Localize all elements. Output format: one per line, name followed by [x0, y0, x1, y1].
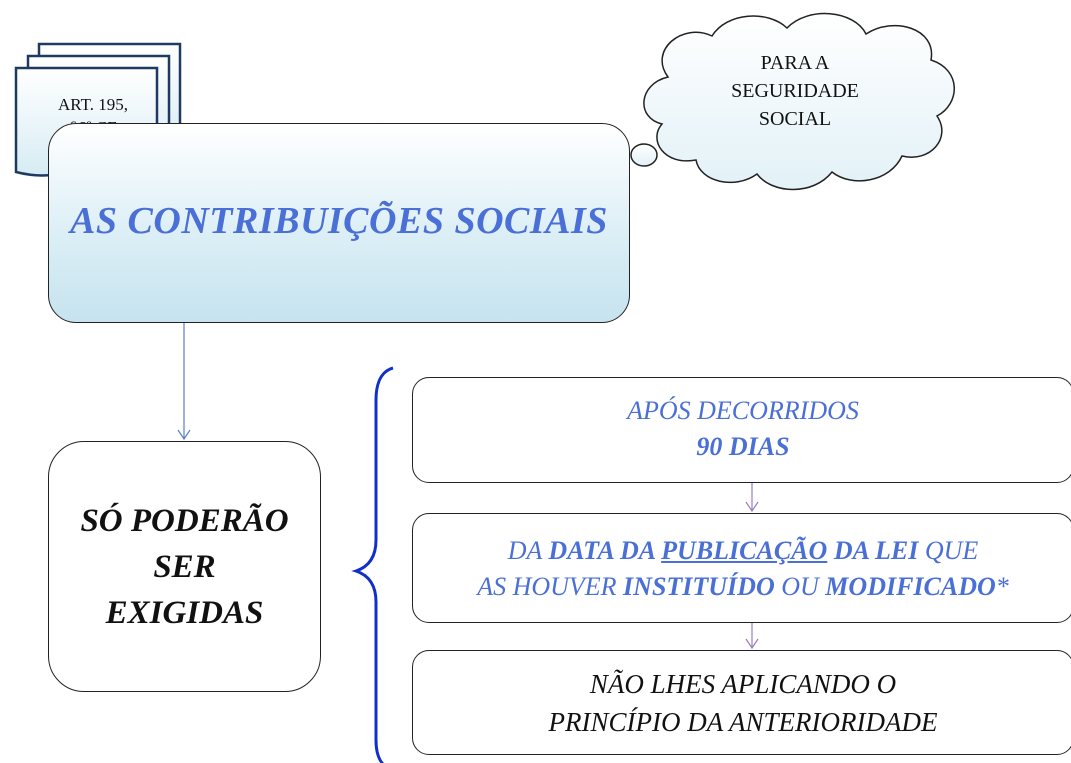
condition-1-line1: APÓS DECORRIDOS	[627, 396, 859, 425]
requirement-line1: SÓ PODERÃO	[80, 502, 289, 539]
main-concept-box: AS CONTRIBUIÇÕES SOCIAIS	[48, 123, 630, 323]
condition-2-line2-part2: INSTITUÍDO	[623, 572, 775, 601]
condition-1-line2: 90 DIAS	[696, 432, 790, 461]
document-label-line1: ART. 195,	[58, 95, 128, 114]
condition-3-line1: NÃO LHES APLICANDO O	[589, 669, 897, 699]
box1-to-box2-connector	[745, 483, 759, 513]
cloud-outline	[643, 12, 955, 191]
condition-2-line1-part4: DA LEI	[827, 536, 919, 565]
cloud-label-line2: SEGURIDADE	[731, 80, 859, 102]
condition-2-line1: DA DATA DA PUBLICAÇÃO DA LEI QUE	[413, 533, 1071, 569]
cloud-label-line1: PARA A	[760, 52, 830, 74]
cloud-label: PARA A SEGURIDADE SOCIAL	[690, 49, 900, 133]
condition-2-line1-part1: DA	[507, 536, 549, 565]
condition-box-2: DA DATA DA PUBLICAÇÃO DA LEI QUE AS HOUV…	[412, 513, 1071, 623]
condition-2-line2: AS HOUVER INSTITUÍDO OU MODIFICADO*	[413, 569, 1071, 605]
cloud-label-line3: SOCIAL	[758, 108, 832, 130]
cloud-bubble-large	[630, 143, 658, 167]
condition-2-line2-part3: OU	[774, 572, 826, 601]
box2-to-box3-connector	[745, 623, 759, 650]
condition-2-line1-part5: QUE	[918, 536, 979, 565]
condition-2-line1-part2: DATA DA	[548, 536, 662, 565]
requirement-line3: EXIGIDAS	[105, 594, 264, 631]
requirement-box: SÓ PODERÃO SER EXIGIDAS	[48, 441, 321, 692]
condition-2-line2-part4: MODIFICADO	[825, 572, 996, 601]
requirement-line2: SER	[153, 548, 216, 585]
condition-2-line1-part3: PUBLICAÇÃO	[661, 536, 828, 565]
condition-2-line2-part5: *	[995, 572, 1009, 601]
condition-box-3: NÃO LHES APLICANDO O PRINCÍPIO DA ANTERI…	[412, 650, 1071, 755]
main-concept-title: AS CONTRIBUIÇÕES SOCIAIS	[70, 200, 608, 242]
condition-box-1: APÓS DECORRIDOS 90 DIAS	[412, 377, 1071, 483]
main-to-left-connector	[177, 323, 191, 441]
condition-3-line2: PRINCÍPIO DA ANTERIORIDADE	[548, 707, 938, 737]
condition-2-line2-part1: AS HOUVER	[477, 572, 624, 601]
curly-brace	[351, 366, 394, 763]
